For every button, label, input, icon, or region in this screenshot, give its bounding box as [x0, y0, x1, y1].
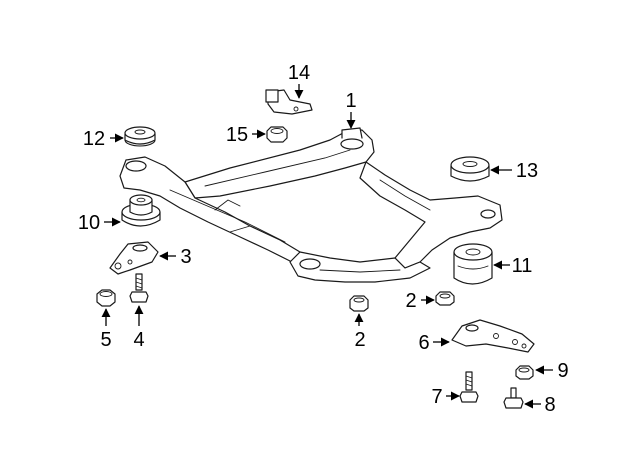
nut-part-9 [515, 365, 534, 380]
nut-part-5 [96, 289, 116, 307]
leader-lines [101, 84, 553, 409]
callout-11: 11 [512, 255, 533, 277]
callout-2-left: 2 [354, 329, 365, 351]
bracket-part-3 [109, 241, 159, 275]
callout-10: 10 [78, 212, 100, 234]
callout-4: 4 [133, 329, 144, 351]
bolt-part-4 [129, 273, 149, 303]
callout-6: 6 [418, 332, 429, 354]
cushion-part-12 [124, 126, 156, 147]
callout-14: 14 [288, 62, 310, 84]
cushion-part-13 [450, 156, 490, 182]
bracket-part-14 [265, 89, 313, 115]
bracket-part-6 [451, 319, 535, 353]
bushing-part-11 [453, 243, 493, 285]
callout-2-right: 2 [405, 290, 416, 312]
nut-part-2-left [349, 295, 369, 312]
callout-13: 13 [516, 160, 538, 182]
callout-8: 8 [544, 394, 555, 416]
nut-part-15 [266, 126, 288, 143]
callout-5: 5 [100, 329, 111, 351]
callout-7: 7 [431, 386, 442, 408]
subframe-crossmember [119, 127, 503, 283]
nut-part-2-right [435, 291, 455, 306]
callout-1: 1 [345, 90, 356, 112]
callout-3: 3 [180, 246, 191, 268]
bolt-part-7 [459, 371, 479, 403]
callout-15: 15 [226, 124, 248, 146]
bushing-part-10 [121, 194, 161, 227]
callout-labels: 1 2 2 3 4 5 6 7 8 9 10 11 12 13 14 15 [78, 62, 569, 416]
callout-9: 9 [557, 360, 568, 382]
callout-12: 12 [83, 128, 105, 150]
bolt-part-8 [503, 387, 524, 409]
